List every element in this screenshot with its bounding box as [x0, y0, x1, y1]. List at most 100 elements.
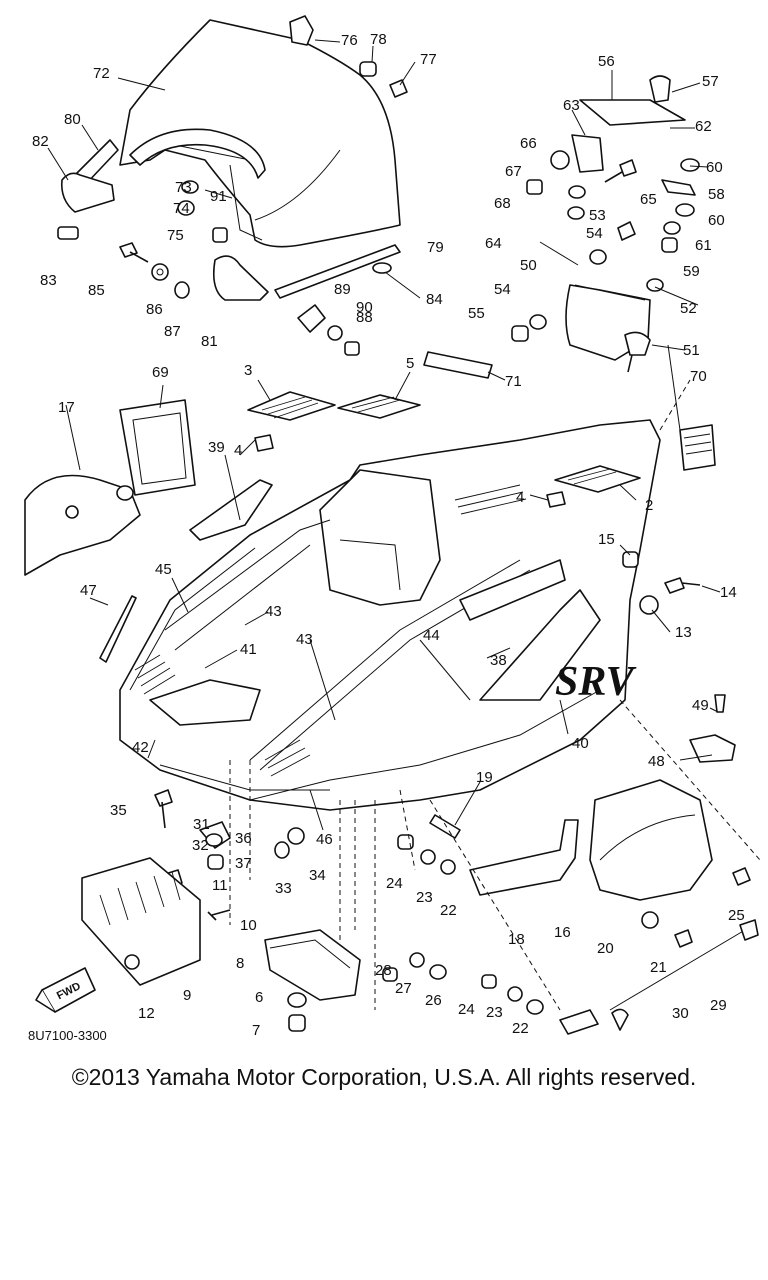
washer [151, 263, 169, 281]
nut [359, 61, 377, 77]
collar [174, 281, 190, 299]
callout: 2 [645, 497, 653, 514]
callout: 79 [427, 239, 444, 256]
callout: 54 [494, 281, 511, 298]
callout: 30 [672, 1005, 689, 1022]
screw [389, 79, 408, 98]
washer [526, 999, 544, 1015]
fwd-arrow: FWD [35, 967, 96, 1013]
callout: 35 [110, 802, 127, 819]
nut [288, 1014, 306, 1032]
clip [546, 491, 566, 508]
srv-logo: SRV [555, 659, 637, 705]
handle-pad [247, 391, 336, 421]
callout: 43 [296, 631, 313, 648]
washer [550, 150, 570, 170]
callout: 5 [406, 355, 414, 372]
callout: 22 [512, 1020, 529, 1037]
rivet [207, 909, 231, 921]
callout: 34 [309, 867, 326, 884]
washer [568, 185, 586, 199]
callout: 41 [240, 641, 257, 658]
air-duct-frame [119, 399, 196, 496]
washer [440, 859, 456, 875]
plate [579, 99, 686, 126]
callout: 70 [690, 368, 707, 385]
washer [287, 827, 305, 845]
callout: 73 [175, 179, 192, 196]
callout: 77 [420, 51, 437, 68]
callout: 45 [155, 561, 172, 578]
callout: 4 [516, 489, 524, 506]
callout: 6 [255, 989, 263, 1006]
nut [212, 227, 228, 243]
callout: 91 [210, 188, 227, 205]
nut [124, 954, 140, 970]
knob [649, 75, 671, 103]
nut [481, 974, 497, 989]
callout: 3 [244, 362, 252, 379]
leaders [47, 39, 721, 831]
callout: 26 [425, 992, 442, 1009]
windshield-molding [274, 244, 401, 299]
callout: 69 [152, 364, 169, 381]
decal [679, 424, 716, 471]
washer [589, 249, 607, 265]
callout: 23 [416, 889, 433, 906]
trim-strip [99, 595, 137, 663]
callout: 86 [146, 301, 163, 318]
bolt [664, 577, 701, 594]
callout-labels: 2 3 4 4 5 6 7 8 9 10 11 12 13 14 15 16 1… [32, 31, 745, 1039]
callout: 28 [375, 962, 392, 979]
callout: 50 [520, 257, 537, 274]
nut [526, 179, 543, 195]
svg-text:SRV: SRV [555, 659, 637, 705]
callout: 13 [675, 624, 692, 641]
callout: 60 [708, 212, 725, 229]
washer [567, 206, 585, 220]
callout: 9 [183, 987, 191, 1004]
callout: 44 [423, 627, 440, 644]
diagram-code: 8U7100-3300 [28, 1028, 107, 1043]
washer [420, 849, 436, 865]
bolt [732, 867, 751, 886]
callout: 17 [58, 399, 75, 416]
duct [264, 929, 361, 1001]
decal-strip [423, 351, 493, 379]
callout: 54 [586, 225, 603, 242]
callout: 49 [692, 697, 709, 714]
washer [205, 833, 223, 847]
callout: 32 [192, 837, 209, 854]
bolt [154, 789, 173, 829]
callout: 40 [572, 735, 589, 752]
callout: 16 [554, 924, 571, 941]
callout: 18 [508, 931, 525, 948]
callout: 24 [386, 875, 403, 892]
rubber-bushing [639, 595, 659, 615]
callout: 76 [341, 32, 358, 49]
callout: 58 [708, 186, 725, 203]
clip [254, 434, 274, 452]
callout: 74 [173, 200, 190, 217]
bolt [617, 221, 636, 241]
callout: 55 [468, 305, 485, 322]
callout: 60 [706, 159, 723, 176]
callout: 75 [167, 227, 184, 244]
parts-diagram: SRV [24, 15, 761, 1043]
callout: 84 [426, 291, 443, 308]
clip [57, 226, 79, 240]
callout: 15 [598, 531, 615, 548]
callout: 37 [235, 855, 252, 872]
clip [372, 262, 392, 274]
callout: 39 [208, 439, 225, 456]
handle-pad [554, 465, 641, 493]
washer [274, 841, 290, 859]
callout: 65 [640, 191, 657, 208]
mount [289, 15, 314, 46]
spacer [663, 221, 681, 235]
washer [646, 278, 664, 292]
hood [119, 419, 661, 811]
headlight-cover [24, 474, 141, 576]
callout: 36 [235, 830, 252, 847]
nut [511, 325, 529, 342]
